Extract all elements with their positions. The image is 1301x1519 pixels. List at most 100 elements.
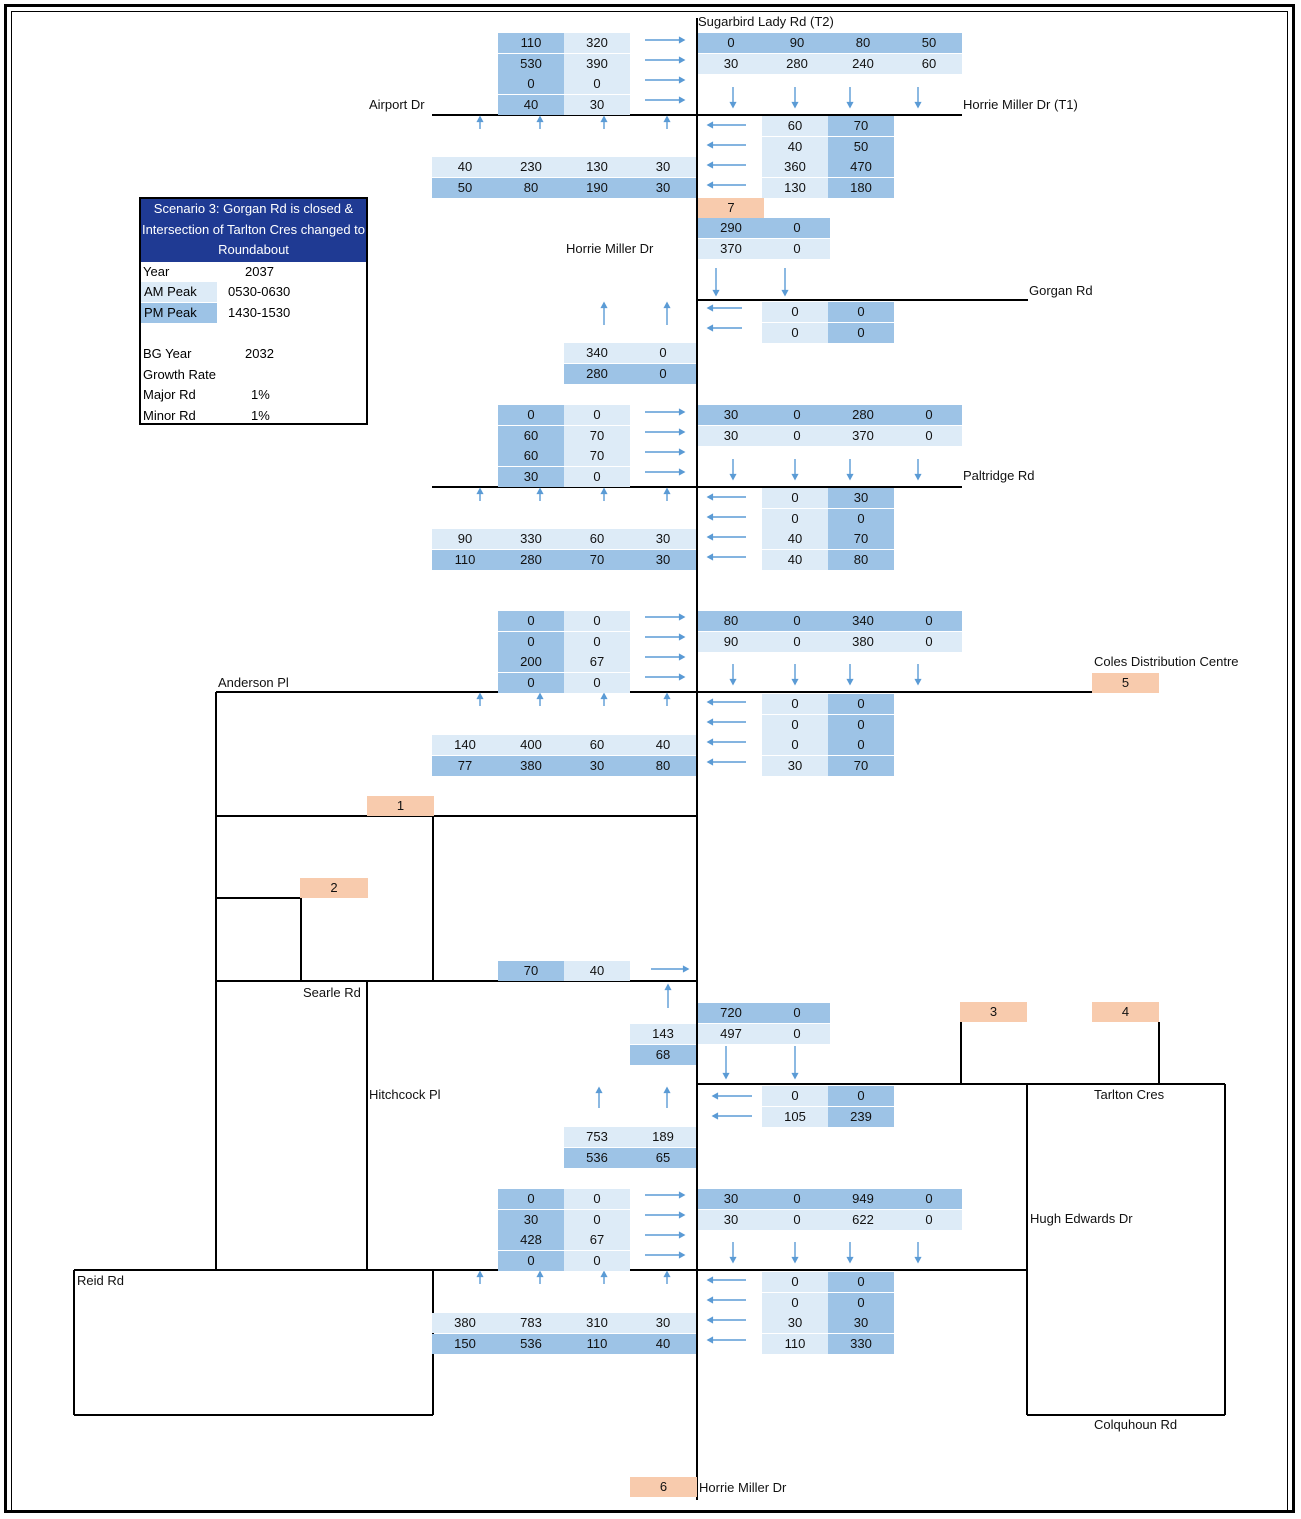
arrow-head <box>678 613 686 621</box>
count-cell: 622 <box>830 1209 896 1230</box>
count-cell: 370 <box>698 238 764 259</box>
count-cell: 30 <box>828 1313 894 1334</box>
count-cell: 143 <box>630 1024 696 1044</box>
count-cell: 30 <box>630 157 696 177</box>
legend-minor-rd-label: Minor Rd <box>143 408 196 423</box>
count-cell: 428 <box>498 1230 564 1251</box>
count-cell: 70 <box>564 549 630 570</box>
arrow-head <box>536 692 544 700</box>
count-cell: 470 <box>828 157 894 178</box>
count-cell: 0 <box>764 1003 830 1023</box>
count-cell: 0 <box>896 1189 962 1209</box>
count-cell: 0 <box>896 631 962 652</box>
count-cell: 370 <box>830 425 896 446</box>
label-colquhoun-rd: Colquhoun Rd <box>1094 1417 1178 1432</box>
count-cell: 0 <box>762 508 828 529</box>
count-cell: 783 <box>498 1313 564 1333</box>
count-cell: 40 <box>762 549 828 570</box>
count-cell: 30 <box>564 755 630 776</box>
arrow-head <box>706 553 714 561</box>
count-cell: 50 <box>432 177 498 198</box>
count-cell: 150 <box>432 1333 498 1354</box>
arrow-head <box>476 692 484 700</box>
count-cell: 0 <box>564 405 630 425</box>
count-cell: 190 <box>564 177 630 198</box>
arrow-head <box>706 1316 714 1324</box>
count-cell: 0 <box>630 343 696 363</box>
count-cell: 30 <box>698 425 764 446</box>
count-cell: 230 <box>498 157 564 177</box>
arrow-head <box>678 1191 686 1199</box>
count-cell: 200 <box>498 652 564 673</box>
legend-bg-year-label: BG Year <box>143 346 192 361</box>
count-cell: 40 <box>762 529 828 550</box>
count-cell: 0 <box>828 1086 894 1106</box>
count-cell: 0 <box>762 322 828 343</box>
arrow-head <box>791 678 799 686</box>
count-cell: 30 <box>630 529 696 549</box>
arrow-head <box>914 678 922 686</box>
arrow-head <box>706 1276 714 1284</box>
arrow-head <box>706 1336 714 1344</box>
arrow-head <box>595 1086 603 1094</box>
count-cell: 140 <box>432 735 498 755</box>
count-cell: 40 <box>432 157 498 177</box>
count-cell: 280 <box>830 405 896 425</box>
count-cell: 30 <box>498 1209 564 1230</box>
count-cell: 60 <box>498 446 564 467</box>
arrow-head <box>706 513 714 521</box>
arrow-head <box>678 448 686 456</box>
count-cell: 65 <box>630 1147 696 1168</box>
count-cell: 0 <box>828 735 894 756</box>
arrow-head <box>914 101 922 109</box>
label-paltridge-rd: Paltridge Rd <box>963 468 1035 483</box>
count-cell: 280 <box>764 53 830 74</box>
label-hitchcock-pl: Hitchcock Pl <box>369 1087 441 1102</box>
count-cell: 40 <box>630 1333 696 1354</box>
count-cell: 0 <box>828 1292 894 1313</box>
arrow-head <box>712 289 720 297</box>
count-cell: 40 <box>498 94 564 115</box>
count-cell: 0 <box>828 694 894 714</box>
count-cell: 70 <box>564 446 630 467</box>
count-cell: 0 <box>764 1189 830 1209</box>
arrow-head <box>722 1072 730 1080</box>
arrow-head <box>706 1296 714 1304</box>
legend-am-peak-value: 0530-0630 <box>228 284 291 299</box>
arrow-head <box>706 121 714 129</box>
arrow-head <box>706 304 714 312</box>
label-hugh-edwards-dr: Hugh Edwards Dr <box>1030 1211 1133 1226</box>
arrow-head <box>914 473 922 481</box>
count-cell: 110 <box>564 1333 630 1354</box>
count-cell: 0 <box>764 218 830 238</box>
count-cell: 0 <box>764 425 830 446</box>
arrow-head <box>678 1231 686 1239</box>
legend-major-rd-value: 1% <box>251 387 270 402</box>
count-cell: 0 <box>564 1189 630 1209</box>
arrow-head <box>706 161 714 169</box>
count-cell: 30 <box>698 1189 764 1209</box>
count-cell: 30 <box>564 94 630 115</box>
count-cell: 330 <box>498 529 564 549</box>
count-cell: 290 <box>698 218 764 238</box>
count-cell: 67 <box>564 1230 630 1251</box>
arrow-head <box>536 115 544 123</box>
label-horrie-miller-dr-south: Horrie Miller Dr <box>699 1480 787 1495</box>
count-cell: 0 <box>498 631 564 652</box>
legend-bg-year-value: 2032 <box>245 346 274 361</box>
count-cell: 0 <box>828 508 894 529</box>
count-cell: 68 <box>630 1044 696 1065</box>
arrow-head <box>678 468 686 476</box>
count-cell: 0 <box>764 631 830 652</box>
arrow-head <box>711 1092 719 1100</box>
count-cell: 400 <box>498 735 564 755</box>
count-cell: 380 <box>432 1313 498 1333</box>
legend-title: Scenario 3: Gorgan Rd is closed & Inters… <box>141 199 366 262</box>
arrow-head <box>791 473 799 481</box>
count-cell: 0 <box>564 1209 630 1230</box>
arrow-head <box>536 1270 544 1278</box>
arrow-head <box>846 1256 854 1264</box>
count-cell: 0 <box>764 405 830 425</box>
count-cell: 110 <box>762 1333 828 1354</box>
count-cell: 949 <box>830 1189 896 1209</box>
